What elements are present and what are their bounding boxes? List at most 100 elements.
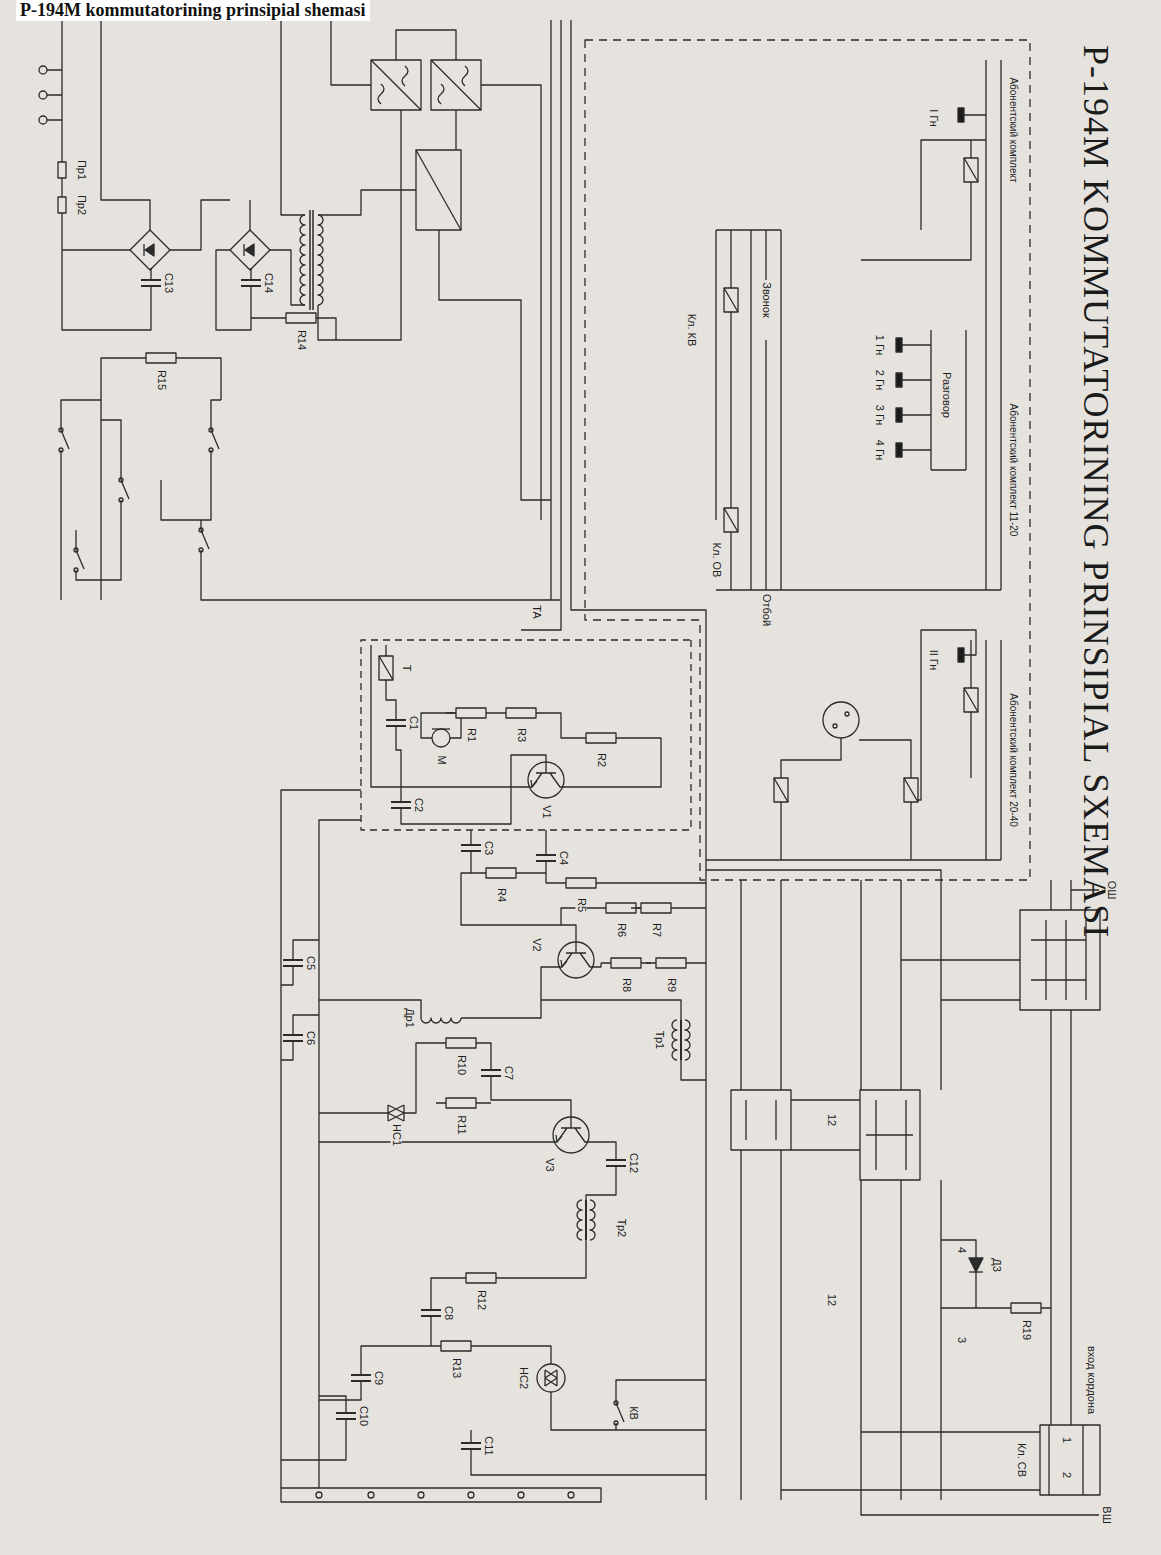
wiring: [371, 645, 661, 824]
resistor-symbol: [431, 1341, 481, 1351]
part-label: R19: [1021, 1319, 1032, 1341]
capacitor-symbol: [421, 1298, 441, 1328]
capacitor-symbol: [351, 1363, 371, 1393]
diode-bar: [969, 1271, 983, 1272]
subscriber-section: [585, 40, 1030, 880]
part-label: R11: [456, 1114, 467, 1135]
microphone-symbol: [432, 729, 450, 747]
capacitor-symbol: [461, 1431, 481, 1461]
part-label: НС2: [518, 1366, 529, 1390]
pin-number: 1: [1061, 1436, 1072, 1444]
transformer-symbol: [672, 1020, 690, 1060]
terminal: [39, 91, 47, 99]
terminal-strip: [281, 1488, 601, 1502]
converter-marks: [431, 60, 481, 110]
converter-marks: [371, 60, 421, 110]
choke-symbol: [421, 1018, 461, 1023]
thyristor-symbol: [537, 1364, 565, 1392]
capacitor-symbol: [391, 790, 411, 820]
diagram-title: P-194M KOMMUTATORINING PRINSIPIAL SXEMAS…: [1075, 45, 1115, 938]
part-label: V1: [541, 804, 552, 819]
part-label: R14: [296, 329, 307, 351]
terminal: [39, 116, 47, 124]
part-label: C7: [503, 1065, 514, 1081]
wiring: [281, 830, 706, 1475]
wiring: [706, 60, 1001, 860]
part-label: НС1: [391, 1123, 402, 1147]
earphone-symbol: [379, 656, 393, 680]
switch-symbol: [74, 548, 84, 572]
switch-contacts: [866, 1100, 913, 1170]
part-label: КВ: [628, 1405, 639, 1421]
switch-symbol: [119, 478, 129, 502]
microphone-amplifier: [361, 640, 691, 830]
part-label: 1 Гн: [874, 334, 885, 357]
part-label: Абонентский комплект 20-40: [1008, 692, 1018, 828]
part-label: R9: [666, 977, 677, 993]
relay-symbol: [724, 508, 738, 532]
resistor-symbol: [476, 868, 526, 878]
part-label: R6: [616, 922, 627, 938]
transistor-symbol: [528, 762, 564, 798]
part-label: R12: [476, 1289, 487, 1311]
part-label: R3: [516, 727, 527, 743]
call-generator: [281, 830, 706, 1502]
capacitor-symbol: [536, 843, 556, 873]
terminal: [568, 1492, 574, 1498]
pin-number: 2: [1061, 1471, 1072, 1479]
resistor-symbol: [446, 708, 496, 718]
part-label: ТА: [531, 604, 542, 620]
part-label: Кл. ОВ: [711, 542, 722, 579]
part-label: R13: [451, 1357, 462, 1379]
part-label: C3: [483, 840, 494, 856]
part-label: Кл. СВ: [1016, 1442, 1027, 1478]
generator-block: [416, 150, 461, 230]
part-label: C11: [483, 1435, 494, 1456]
converter-block: [431, 60, 481, 110]
switch-block: [1040, 1425, 1100, 1495]
capacitor-symbol: [481, 1058, 501, 1088]
transformer-winding: [300, 215, 305, 305]
resistor-symbol: [136, 353, 186, 363]
fuse-symbol: [58, 162, 66, 178]
dinistor-symbol: [388, 1105, 404, 1121]
transistor-symbol: [553, 1117, 589, 1153]
part-label: 4 Гн: [874, 439, 885, 462]
socket-pin: [833, 724, 837, 728]
part-label: R2: [596, 752, 607, 768]
part-label: R1: [466, 727, 477, 743]
power-section: [39, 20, 560, 600]
lamp-symbol: [958, 108, 964, 122]
part-label: C8: [443, 1305, 454, 1321]
capacitor-symbol: [336, 1401, 356, 1431]
resistor-symbol: [276, 313, 326, 323]
capacitor-symbol: [283, 1023, 303, 1053]
headset-socket: [823, 702, 859, 738]
terminal: [468, 1492, 474, 1498]
relay-symbol: [774, 778, 788, 802]
resistor-symbol: [556, 878, 606, 888]
resistor-symbol: [646, 958, 696, 968]
resistor-symbol: [456, 1273, 506, 1283]
diode-bridge-symbol: [130, 230, 170, 270]
part-label: Пр1: [76, 159, 87, 181]
pin-number: 4: [956, 1246, 967, 1254]
wiring: [741, 880, 1099, 1515]
part-label: Тр2: [616, 1218, 627, 1238]
lamp-symbol: [896, 443, 902, 457]
part-label: C4: [558, 850, 569, 866]
part-label: V2: [531, 937, 542, 952]
part-label: C13: [163, 272, 174, 294]
resistor-symbol: [436, 1038, 486, 1048]
pin-number: 12: [826, 1293, 837, 1307]
terminal: [316, 1492, 322, 1498]
part-label: Пр2: [76, 194, 87, 216]
diode-bridge-symbol: [230, 230, 270, 270]
transformer-core: [310, 210, 313, 310]
switch-symbol: [59, 428, 69, 452]
part-label: R7: [651, 922, 662, 938]
part-label: R5: [576, 897, 587, 913]
switch-symbol: [199, 528, 209, 552]
fuse-symbol: [58, 197, 66, 213]
